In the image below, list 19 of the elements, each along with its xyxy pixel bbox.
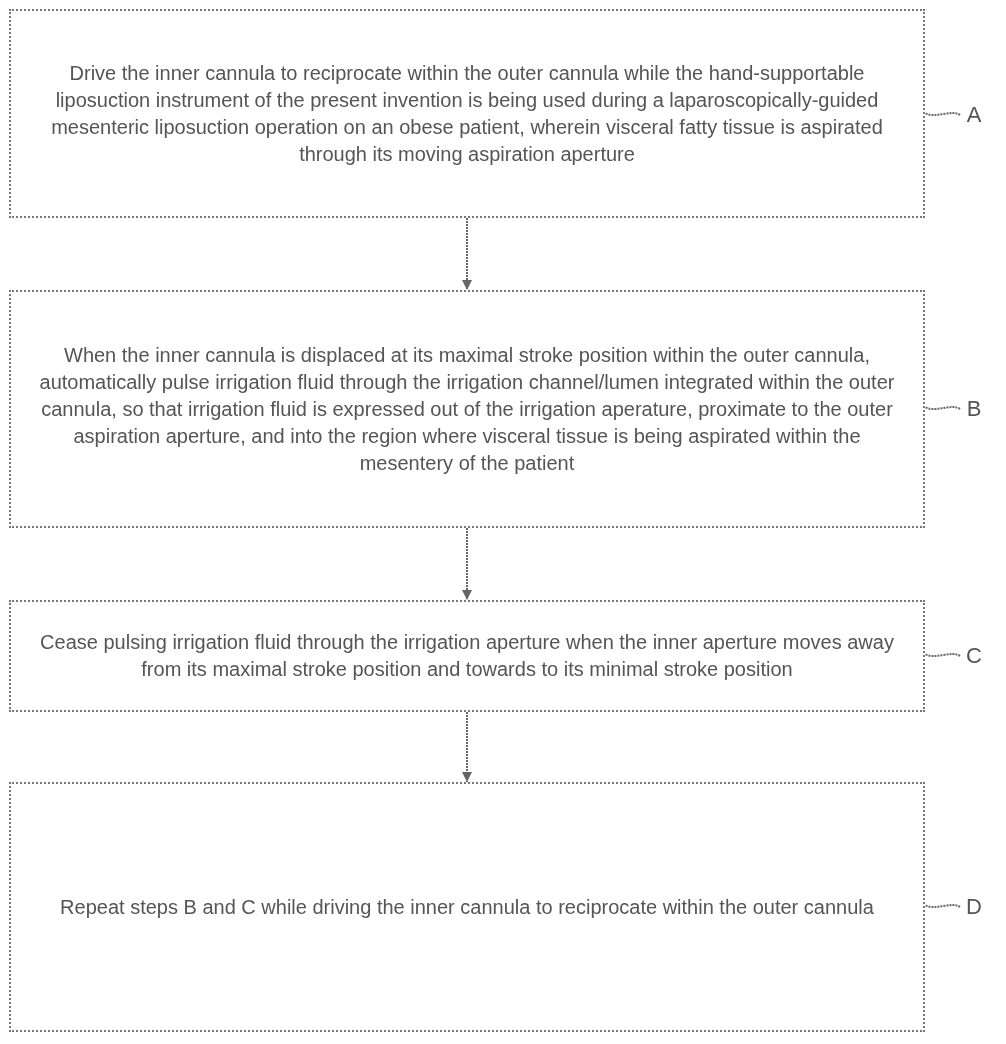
step-text: Repeat steps B and C while driving the inner cannula to reciprocate within the outer cannula (60, 894, 874, 920)
leader-line (924, 904, 961, 908)
step-text: Cease pulsing irrigation fluid through the irrigation aperture when the inner aperture moves away from its maximal stroke position and towards to its minimal stroke position (39, 630, 895, 682)
step-letter: A (962, 102, 986, 128)
leader-line (924, 653, 961, 657)
step-letter: D (962, 894, 986, 920)
leader-line (924, 112, 961, 116)
arrow (462, 217, 472, 291)
step-text: Drive the inner cannula to reciprocate within the outer cannula while the hand-supportable liposuction instrument of the present invention is being used during a laparoscopically-guided mesenteric liposuction operation on an obese patient, wherein visceral fatty tissue is aspirated through its moving aspiration aperture (50, 60, 884, 167)
process-box (9, 600, 925, 712)
arrow (462, 527, 472, 601)
process-box (9, 290, 925, 528)
step-letter: B (962, 396, 986, 422)
arrow (462, 711, 472, 783)
process-box (9, 9, 925, 218)
process-box (9, 782, 925, 1032)
step-text: When the inner cannula is displaced at its maximal stroke position within the outer cannula, automatically pulse irrigation fluid through the irrigation channel/lumen integrated within the outer cannula, so that irrigation fluid is expressed out of the irrigation aperature, proximate to the outer aspiration aperture, and into the region where visceral tissue is being aspirated within the mesentery of the patient (38, 342, 896, 476)
leader-line (924, 406, 961, 410)
step-letter: C (962, 643, 986, 669)
